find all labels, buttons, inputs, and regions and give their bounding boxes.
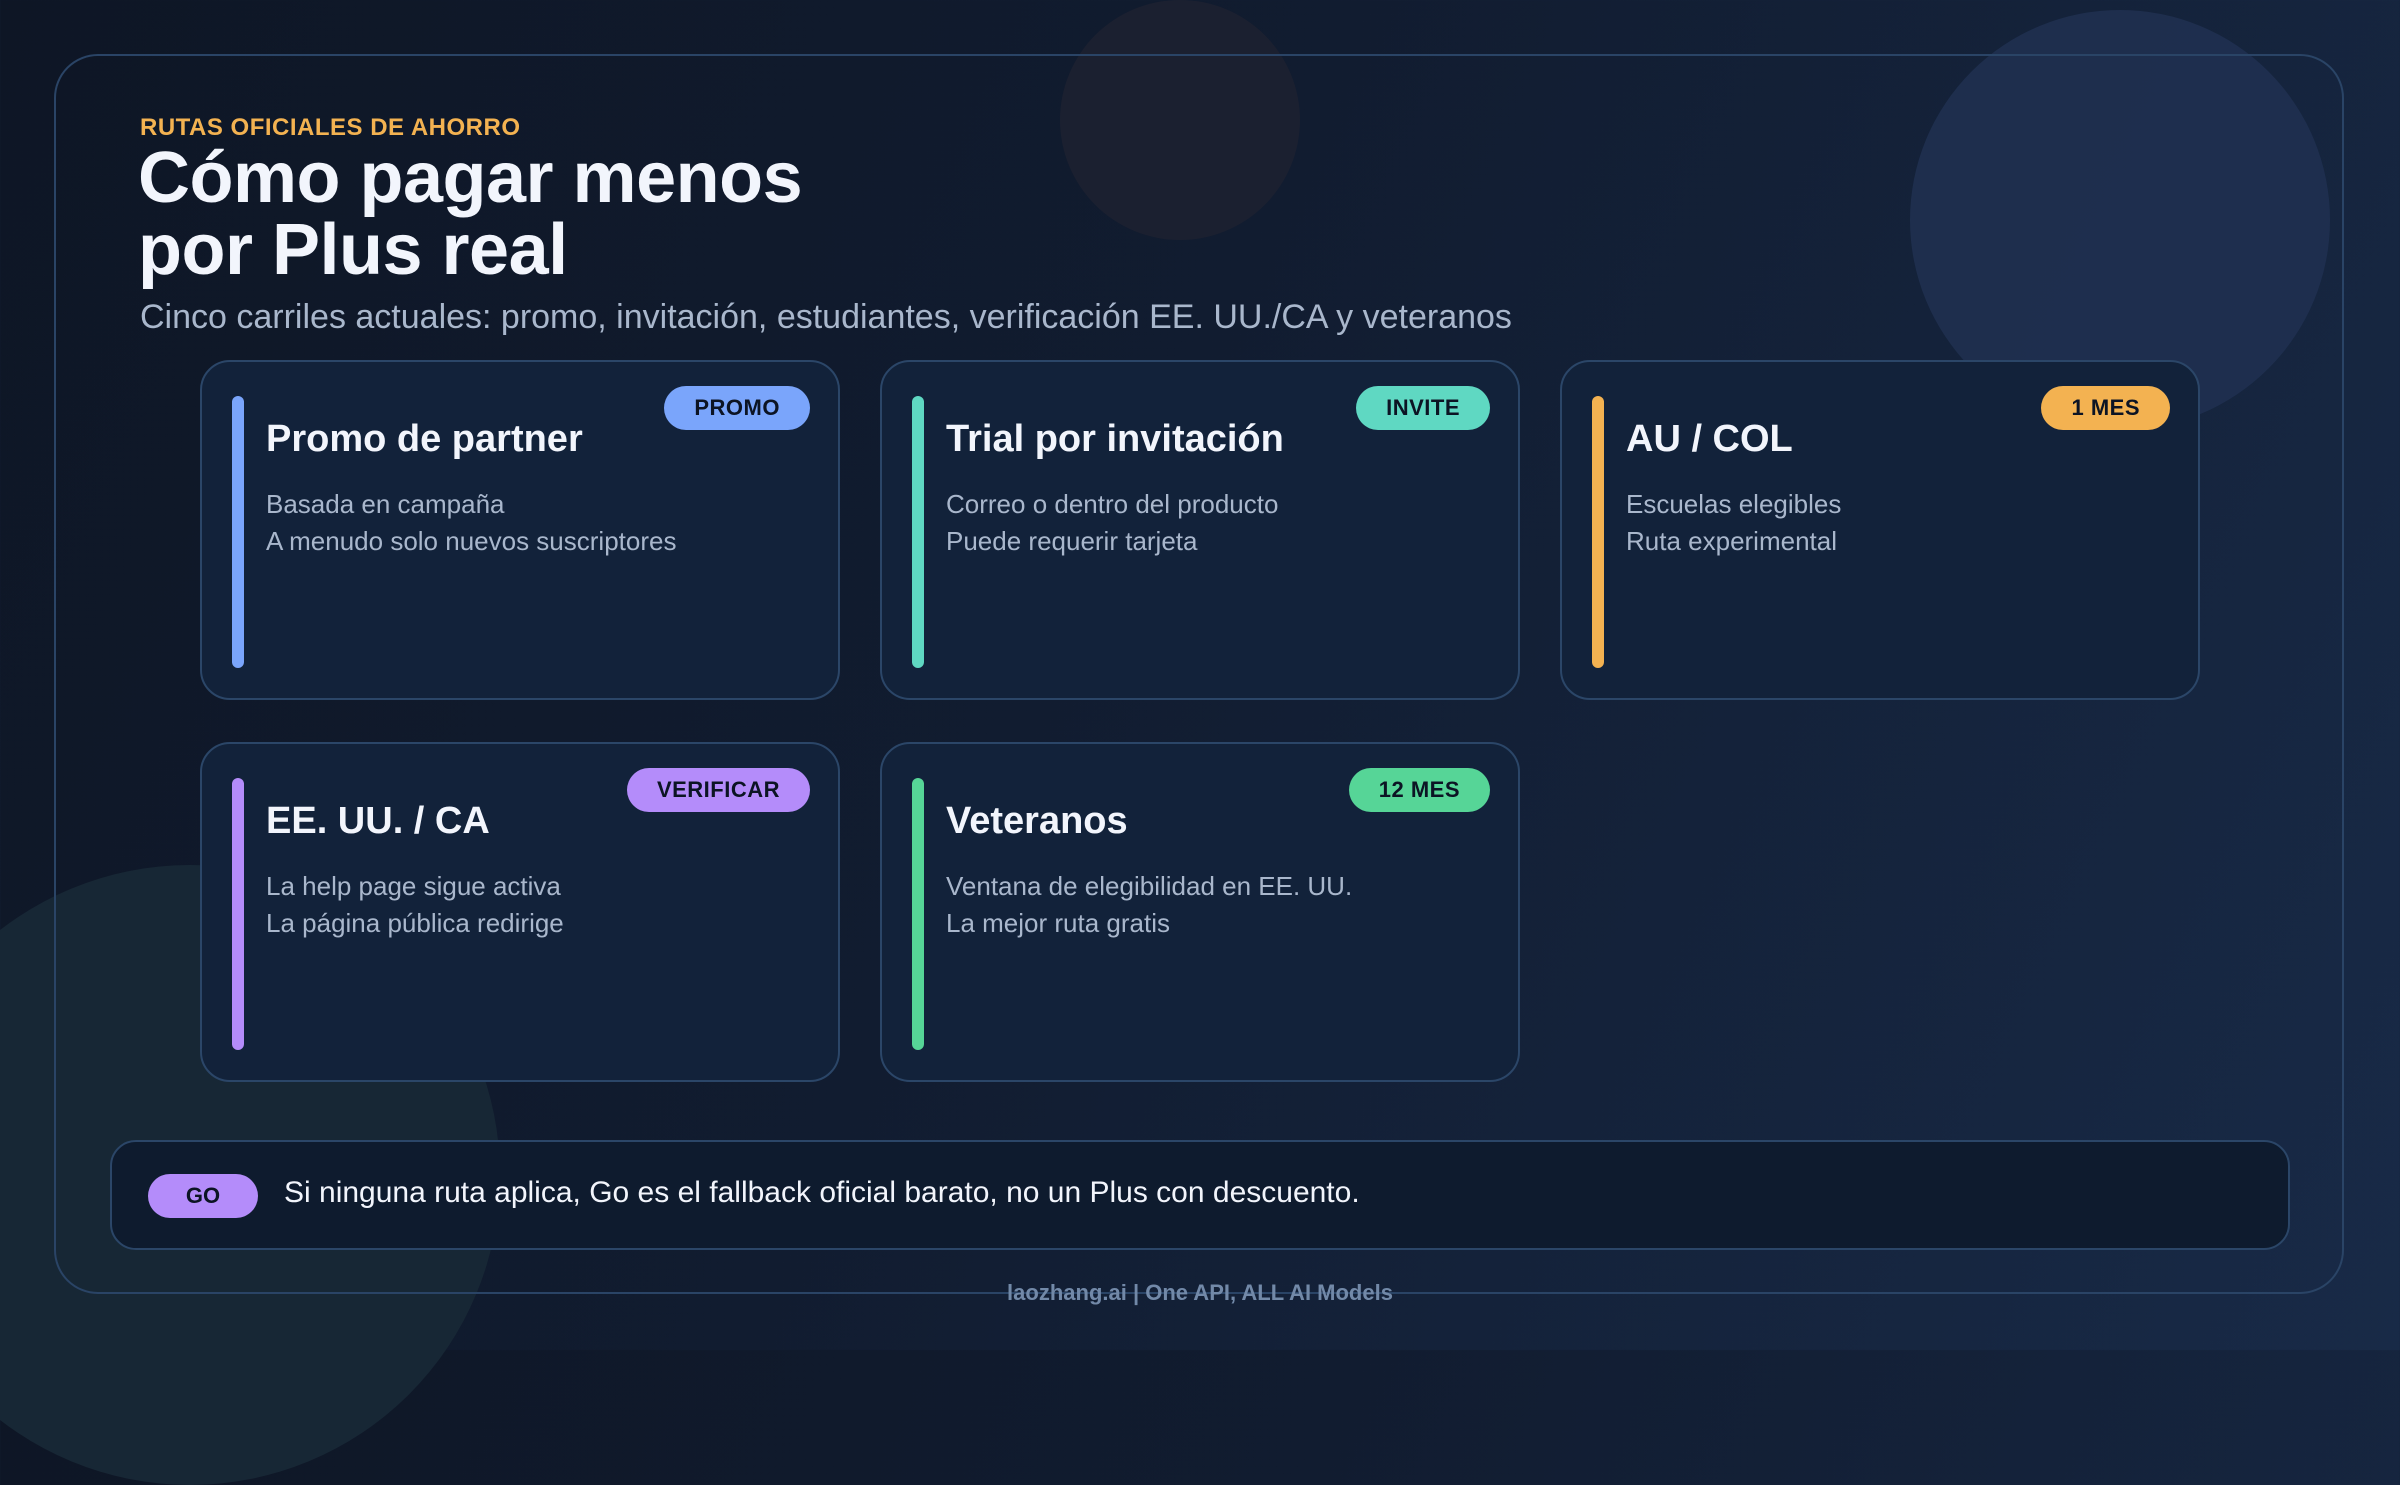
route-card-invite: INVITE Trial por invitación Correo o den… xyxy=(880,360,1520,700)
route-detail: Basada en campaña xyxy=(266,489,505,519)
route-badge: PROMO xyxy=(664,386,810,430)
route-detail: A menudo solo nuevos suscriptores xyxy=(266,526,677,556)
accent-bar xyxy=(912,396,924,668)
page-title: Cómo pagar menos por Plus real xyxy=(138,142,803,286)
route-title: Promo de partner xyxy=(266,418,583,460)
slide-frame xyxy=(54,54,2344,1294)
fallback-message: Si ninguna ruta aplica, Go es el fallbac… xyxy=(284,1176,1360,1209)
route-title: Veteranos xyxy=(946,800,1128,842)
go-badge: GO xyxy=(148,1174,258,1218)
route-detail: La página pública redirige xyxy=(266,908,564,938)
route-detail: Ventana de elegibilidad en EE. UU. xyxy=(946,871,1353,901)
route-detail: Correo o dentro del producto xyxy=(946,489,1279,519)
accent-bar xyxy=(1592,396,1604,668)
route-card-promo: PROMO Promo de partner Basada en campaña… xyxy=(200,360,840,700)
route-card-students: 1 MES AU / COL Escuelas elegibles Ruta e… xyxy=(1560,360,2200,700)
route-badge: INVITE xyxy=(1356,386,1490,430)
decorative-circle xyxy=(1060,0,1300,240)
accent-bar xyxy=(232,778,244,1050)
route-detail: Escuelas elegibles xyxy=(1626,489,1842,519)
route-title: EE. UU. / CA xyxy=(266,800,490,842)
route-title: AU / COL xyxy=(1626,418,1793,460)
route-card-veterans: 12 MES Veteranos Ventana de elegibilidad… xyxy=(880,742,1520,1082)
eyebrow-label: RUTAS OFICIALES DE AHORRO xyxy=(140,114,521,141)
route-detail: La mejor ruta gratis xyxy=(946,908,1170,938)
route-badge: VERIFICAR xyxy=(626,768,810,812)
fallback-note: GO Si ninguna ruta aplica, Go es el fall… xyxy=(110,1140,2290,1250)
route-badge: 12 MES xyxy=(1348,768,1490,812)
route-card-verify: VERIFICAR EE. UU. / CA La help page sigu… xyxy=(200,742,840,1082)
page-subtitle: Cinco carriles actuales: promo, invitaci… xyxy=(140,298,1512,336)
accent-bar xyxy=(232,396,244,668)
route-badge: 1 MES xyxy=(2041,386,2170,430)
route-title: Trial por invitación xyxy=(946,418,1284,460)
footer-credit: laozhang.ai | One API, ALL AI Models xyxy=(1007,1280,1393,1305)
route-detail: Ruta experimental xyxy=(1626,526,1837,556)
title-line-1: Cómo pagar menos xyxy=(138,138,803,218)
route-detail: Puede requerir tarjeta xyxy=(946,526,1198,556)
title-line-2: por Plus real xyxy=(138,210,568,290)
route-detail: La help page sigue activa xyxy=(266,871,561,901)
accent-bar xyxy=(912,778,924,1050)
